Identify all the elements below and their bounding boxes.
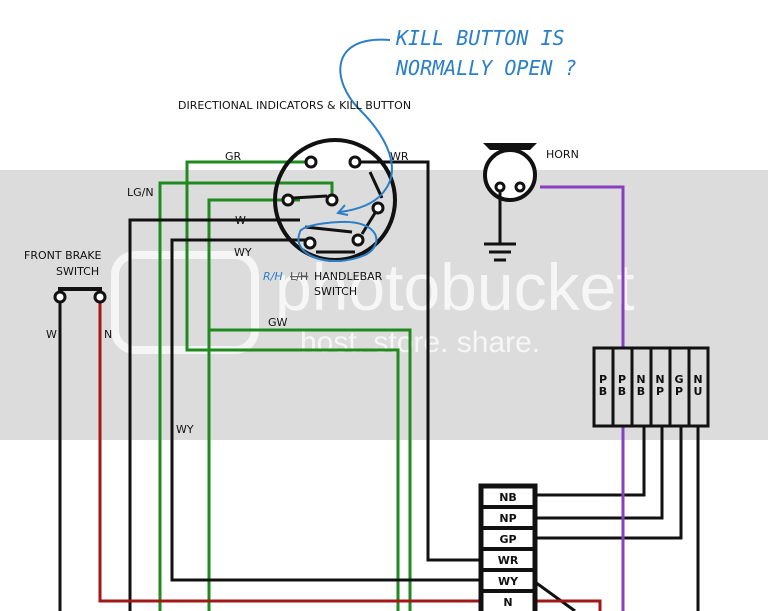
svg-text:KILL BUTTON IS: KILL BUTTON IS [395,26,565,50]
upper-connector: PB PB NB NP GP NU [592,346,710,428]
lower-pin-label: GP [499,533,516,546]
upper-pin-bottom: U [694,385,703,398]
lh-label: L/H [290,270,308,283]
wire-label: W [235,214,246,227]
wire-label: W [46,328,57,341]
green-wires [158,160,412,611]
upper-pin-top: N [693,373,702,386]
wire-label: LG/N [127,186,154,199]
wire-label: N [104,328,112,341]
handlebar-label: HANDLEBAR [314,270,383,283]
front-brake-label: FRONT BRAKE [24,249,102,262]
upper-pin-top: P [599,373,607,386]
upper-pin-top: N [655,373,664,386]
lower-connector: NB NP GP WR WY N [478,483,538,611]
wire-wy-diag [534,580,576,611]
wire-gr [185,160,400,611]
wire-gw [209,328,412,611]
horn [483,143,537,262]
lower-pin-label: WY [498,575,519,588]
upper-pin-top: P [618,373,626,386]
wire-np [535,426,664,520]
upper-pin-top: N [636,373,645,386]
upper-pin-bottom: P [656,385,664,398]
upper-pin-bottom: B [599,385,607,398]
wire-wy [170,238,480,582]
lower-pin-label: NB [499,491,517,504]
horn-label: HORN [546,148,579,161]
front-brake-label: SWITCH [56,265,99,278]
upper-pin-bottom: P [675,385,683,398]
front-brake-switch [53,287,107,304]
handlebar-switch [273,138,397,262]
handlebar-label: SWITCH [314,285,357,298]
wire-nb [535,426,646,497]
wire-gp [535,426,683,540]
diagram-title: DIRECTIONAL INDICATORS & KILL BUTTON [178,99,411,112]
wire-label: GW [268,316,288,329]
watermark: photobucket host. store. share. [111,250,635,359]
lower-pin-label: N [503,596,512,609]
lower-pin-label: WR [498,554,519,567]
annotation: KILL BUTTON IS NORMALLY OPEN ? [395,26,577,80]
wire-horn [540,185,625,611]
svg-text:NORMALLY OPEN ?: NORMALLY OPEN ? [395,56,577,80]
annotation-arrow [297,38,393,263]
wire-label: GR [225,150,242,163]
upper-pin-top: G [674,373,683,386]
upper-pin-bottom: B [618,385,626,398]
wire-label: WR [390,150,409,163]
svg-text:photobucket: photobucket [275,250,635,324]
wire-g [207,198,300,611]
wire-w [128,218,300,611]
wire-lgn [158,181,334,611]
lower-pin-label: NP [499,512,516,525]
wire-label: WY [234,246,252,259]
upper-pin-bottom: B [637,385,645,398]
rh-label: R/H [263,270,283,283]
wire-brake-n [98,297,602,611]
wire-label: WY [176,423,194,436]
